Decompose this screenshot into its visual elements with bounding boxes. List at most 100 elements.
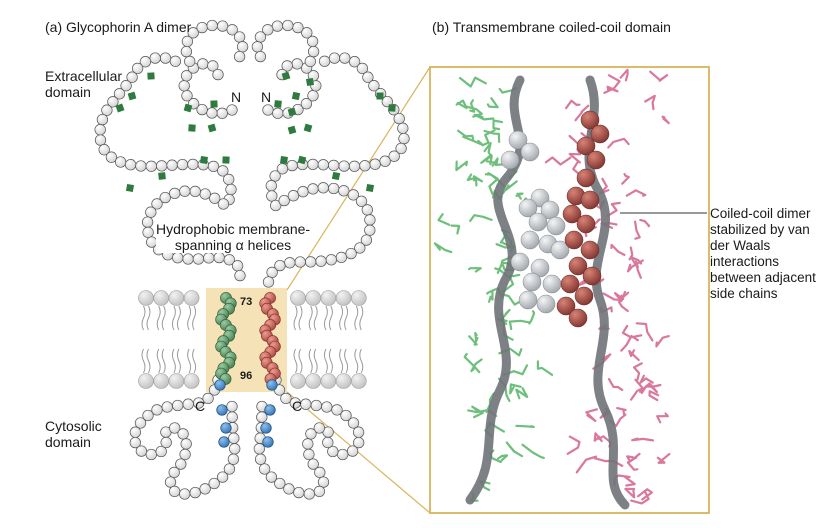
sidechain-green bbox=[468, 335, 479, 346]
sphere-red bbox=[576, 214, 596, 234]
sphere-red bbox=[556, 296, 576, 316]
lipid-tail bbox=[161, 305, 166, 331]
residue-bead bbox=[395, 142, 407, 155]
residue-bead bbox=[307, 458, 319, 470]
lipid-head bbox=[168, 290, 185, 306]
sidechain-pink bbox=[656, 452, 671, 464]
cyto-residue-blue bbox=[218, 436, 230, 448]
panel-a-title: (a) Glycophorin A dimer bbox=[45, 19, 192, 35]
sidechain-green bbox=[509, 383, 522, 395]
sidechain-pink bbox=[606, 201, 621, 217]
sidechain-green bbox=[466, 173, 478, 187]
sidechain-green bbox=[463, 352, 481, 374]
residue-bead bbox=[361, 204, 373, 216]
sidechain-pink bbox=[630, 378, 644, 401]
lipid-tail bbox=[308, 348, 313, 374]
sidechain-green bbox=[515, 192, 524, 200]
residue-bead bbox=[192, 253, 205, 265]
residue-bead bbox=[253, 443, 265, 455]
sidechain-green bbox=[501, 293, 525, 306]
sphere-gray bbox=[500, 150, 520, 170]
sidechain-green bbox=[450, 224, 461, 235]
residue-bead bbox=[179, 488, 191, 500]
lipid-tail bbox=[323, 348, 328, 374]
residue-bead bbox=[313, 422, 325, 434]
residue-bead bbox=[310, 399, 322, 412]
sidechain-pink bbox=[574, 104, 590, 122]
glycan-square bbox=[280, 156, 288, 164]
residue-bead bbox=[338, 160, 350, 172]
residue-bead bbox=[94, 134, 107, 146]
glycan-square bbox=[210, 100, 218, 108]
sidechain-pink bbox=[633, 362, 643, 382]
sidechain-green bbox=[515, 424, 535, 428]
residue-bead bbox=[114, 156, 127, 168]
sphere-red bbox=[560, 274, 580, 294]
residue-bead bbox=[347, 417, 360, 429]
residue-bead bbox=[352, 426, 365, 438]
residue-bead bbox=[274, 259, 286, 272]
residue-bead bbox=[327, 445, 339, 458]
residue-bead bbox=[96, 113, 109, 126]
residue-bead bbox=[181, 35, 194, 48]
zoom-frame bbox=[429, 66, 710, 514]
glycan-square bbox=[115, 103, 125, 113]
sidechain-pink bbox=[585, 408, 598, 422]
sidechain-green bbox=[483, 142, 492, 158]
residue-bead bbox=[265, 471, 278, 483]
sphere-red bbox=[590, 124, 610, 144]
residue-bead bbox=[124, 159, 137, 171]
residue-bead bbox=[297, 186, 309, 198]
lipid-tail bbox=[354, 305, 359, 331]
residue-bead bbox=[129, 436, 141, 449]
sphere-gray bbox=[518, 198, 538, 218]
residue-bead bbox=[233, 50, 246, 63]
residue-bead bbox=[305, 428, 317, 440]
lipid-head bbox=[320, 373, 337, 389]
sidechain-green bbox=[462, 135, 484, 146]
residue-bead bbox=[178, 80, 190, 92]
residue-bead bbox=[346, 445, 359, 457]
sphere-gray bbox=[546, 216, 566, 236]
residue-bead bbox=[179, 448, 191, 461]
sidechain-pink bbox=[619, 68, 629, 82]
sidechain-green bbox=[469, 214, 493, 222]
sidechain-pink bbox=[607, 137, 630, 149]
residue-bead bbox=[145, 448, 157, 461]
residue-bead bbox=[360, 234, 373, 246]
sphere-gray bbox=[510, 252, 530, 272]
sphere-red bbox=[568, 256, 588, 276]
residue-bead bbox=[226, 24, 238, 36]
sidechain-green bbox=[458, 76, 487, 88]
residue-bead bbox=[292, 21, 304, 34]
lipid-tail bbox=[293, 348, 298, 374]
residue-bead bbox=[182, 398, 194, 410]
sphere-gray bbox=[520, 142, 540, 162]
residue-bead bbox=[187, 27, 199, 39]
residue-bead bbox=[189, 486, 201, 499]
glycan-square bbox=[207, 123, 217, 133]
residue-bead bbox=[189, 185, 201, 198]
glycan-square bbox=[365, 183, 375, 193]
sidechain-green bbox=[465, 105, 483, 118]
residue-bead bbox=[300, 98, 313, 110]
lipid-head bbox=[290, 373, 306, 389]
residue-bead bbox=[217, 165, 229, 177]
residue-bead bbox=[216, 471, 229, 483]
lipid-head bbox=[138, 290, 154, 306]
residue-bead bbox=[293, 486, 305, 499]
sidechain-pink bbox=[631, 437, 654, 442]
residue-bead bbox=[354, 242, 366, 254]
cyto-residue-blue bbox=[214, 379, 226, 391]
residue-bead bbox=[227, 453, 240, 465]
sidechain-green bbox=[528, 310, 536, 325]
glycan-square bbox=[297, 155, 307, 165]
sidechain-green bbox=[455, 99, 468, 110]
extracellular-label: Extracellular domain bbox=[45, 68, 122, 100]
residue-bead bbox=[208, 477, 220, 490]
cyto-residue-blue bbox=[262, 436, 274, 448]
glycan-square bbox=[125, 183, 135, 193]
lipid-head bbox=[305, 290, 322, 306]
residue-bead bbox=[180, 438, 192, 450]
residue-bead bbox=[134, 417, 147, 429]
